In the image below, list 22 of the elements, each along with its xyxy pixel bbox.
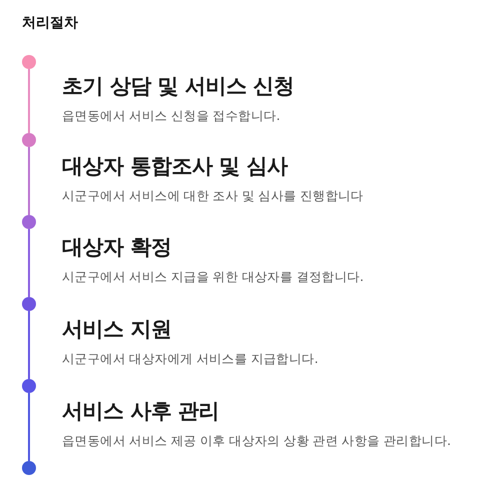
step-heading: 초기 상담 및 서비스 신청 <box>62 73 294 100</box>
timeline-line <box>28 229 30 297</box>
timeline-dot <box>22 215 36 229</box>
timeline-dot <box>22 461 36 475</box>
step-description: 시군구에서 서비스 지급을 위한 대상자를 결정합니다. <box>62 269 364 286</box>
timeline-dot <box>22 133 36 147</box>
step-heading: 서비스 지원 <box>62 316 172 343</box>
step-heading: 대상자 통합조사 및 심사 <box>62 153 289 180</box>
step-description: 읍면동에서 서비스 제공 이후 대상자의 상황 관련 사항을 관리합니다. <box>62 433 451 450</box>
timeline-line <box>28 69 30 133</box>
timeline-dot <box>22 297 36 311</box>
timeline-line <box>28 311 30 379</box>
step-description: 시군구에서 서비스에 대한 조사 및 심사를 진행합니다 <box>62 188 364 205</box>
step-description: 시군구에서 대상자에게 서비스를 지급합니다. <box>62 351 318 368</box>
step-heading: 대상자 확정 <box>62 234 172 261</box>
timeline-dot <box>22 379 36 393</box>
step-description: 읍면동에서 서비스 신청을 접수합니다. <box>62 108 281 125</box>
step-heading: 서비스 사후 관리 <box>62 398 220 425</box>
timeline-dot <box>22 55 36 69</box>
timeline-line <box>28 147 30 215</box>
timeline-line <box>28 393 30 461</box>
title: 처리절차 <box>22 14 78 32</box>
